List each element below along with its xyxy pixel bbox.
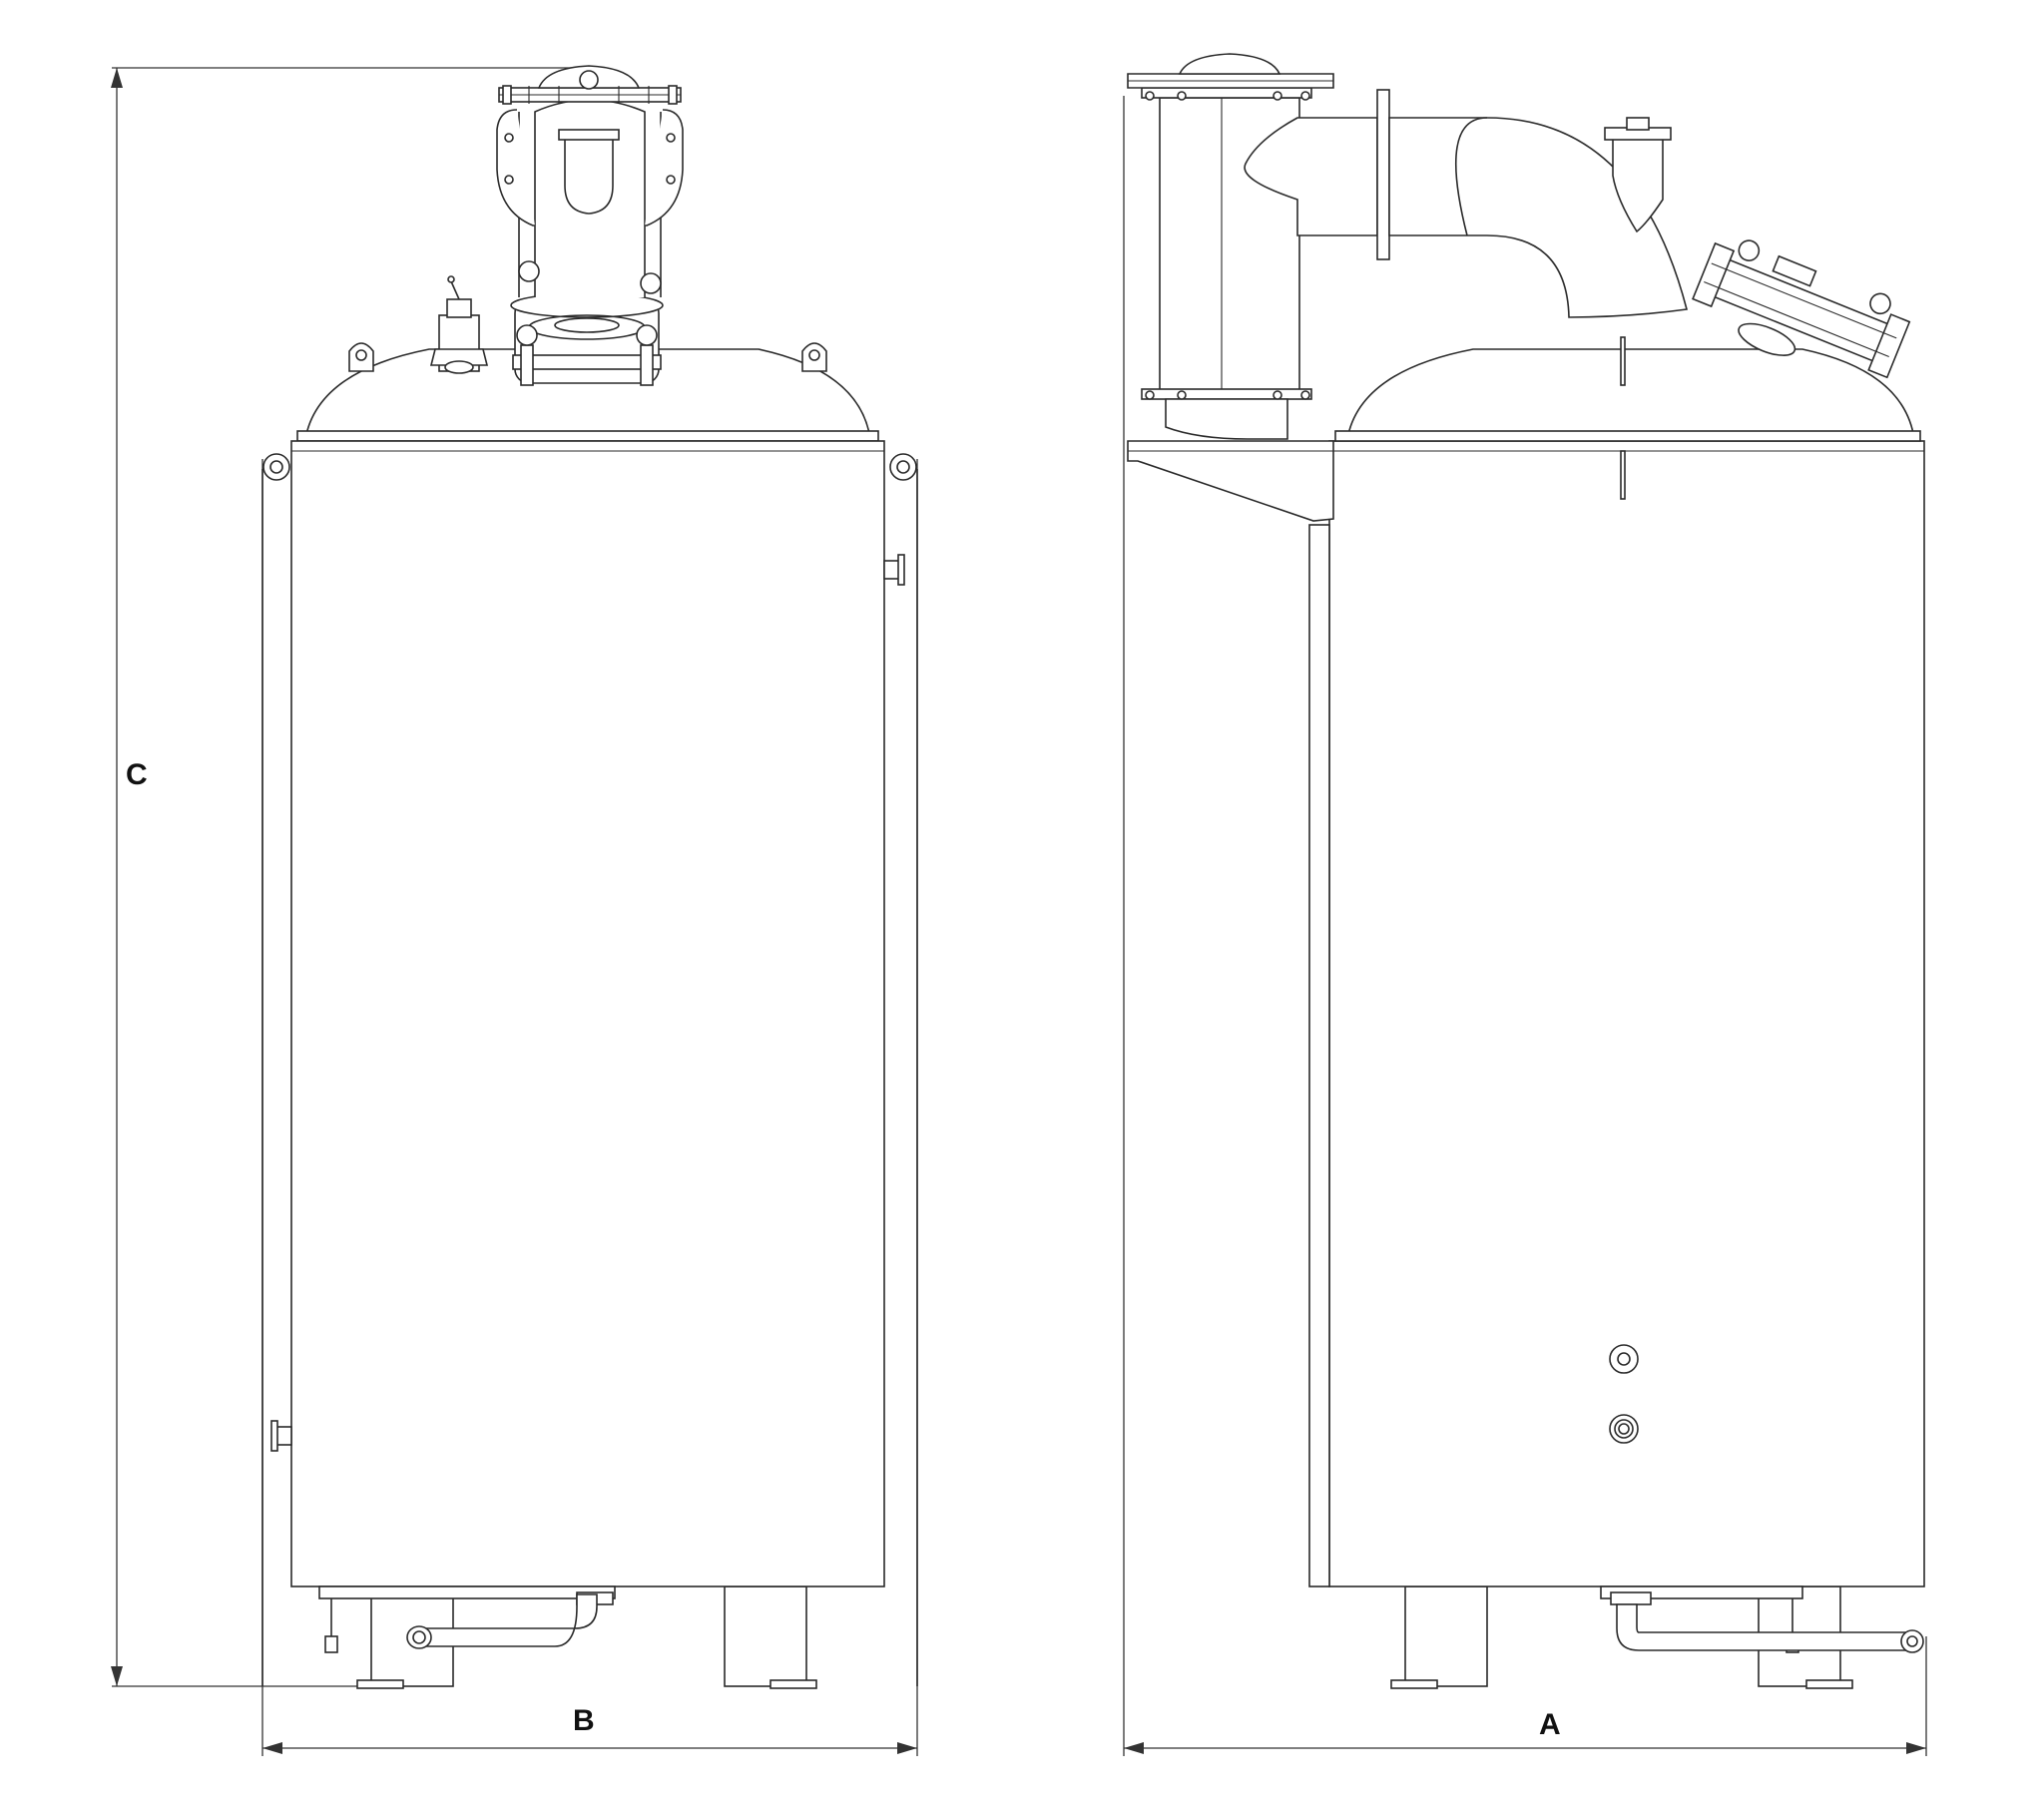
side-dished-head (1346, 348, 1915, 440)
side-view (1127, 53, 1925, 1689)
dimension-a-label: A (1539, 1708, 1561, 1741)
side-support-shelf (1127, 440, 1334, 522)
dimension-c: C (111, 67, 599, 1687)
dimension-b-label: B (573, 1704, 595, 1737)
front-leg-right (724, 1585, 807, 1687)
side-drain-pipe (1600, 1585, 1924, 1653)
front-pressure-valve (429, 275, 489, 374)
side-tank-body (1328, 440, 1925, 1587)
side-vapour-column (1127, 53, 1334, 440)
front-tank-body (290, 440, 885, 1587)
side-top-nozzle (1604, 117, 1672, 233)
dimension-a: A (1123, 96, 1927, 1756)
front-view (261, 65, 918, 1689)
side-leg-left (1404, 1585, 1488, 1687)
side-sight-glass-upper (1609, 1344, 1639, 1374)
front-top-cover (496, 65, 684, 297)
front-manhole (510, 280, 664, 386)
front-drain-pipe (318, 1585, 616, 1653)
dimension-c-label: C (126, 758, 148, 791)
side-elbow-pipe (1244, 89, 1689, 318)
side-angled-manway (1692, 239, 1911, 379)
side-sight-glass-lower (1609, 1414, 1639, 1444)
side-door-panel (1308, 524, 1330, 1587)
